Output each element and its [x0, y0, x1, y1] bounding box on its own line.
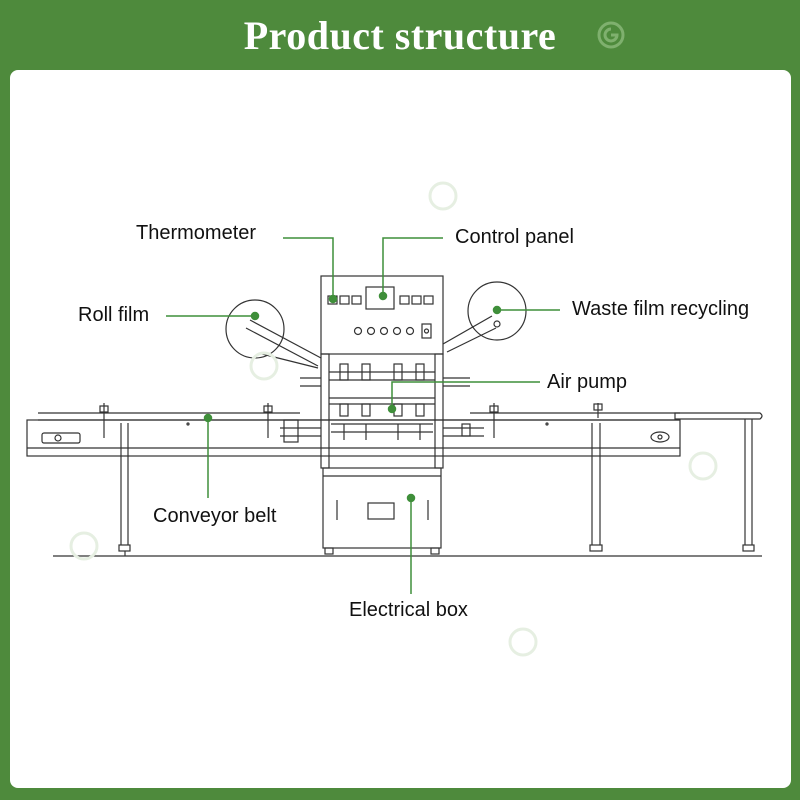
content-panel — [10, 70, 791, 788]
logo-icon — [597, 21, 625, 49]
label-thermometer: Thermometer — [136, 222, 257, 244]
label-roll-film: Roll film — [78, 304, 150, 326]
header-bar: Product structure — [0, 0, 800, 70]
label-electrical-box: Electrical box — [349, 599, 468, 621]
label-control-panel: Control panel — [455, 226, 574, 248]
label-air-pump: Air pump — [547, 371, 628, 393]
label-waste-film-recycling: Waste film recycling — [572, 298, 750, 320]
page-title: Product structure — [243, 12, 557, 58]
label-conveyor-belt: Conveyor belt — [153, 505, 277, 527]
